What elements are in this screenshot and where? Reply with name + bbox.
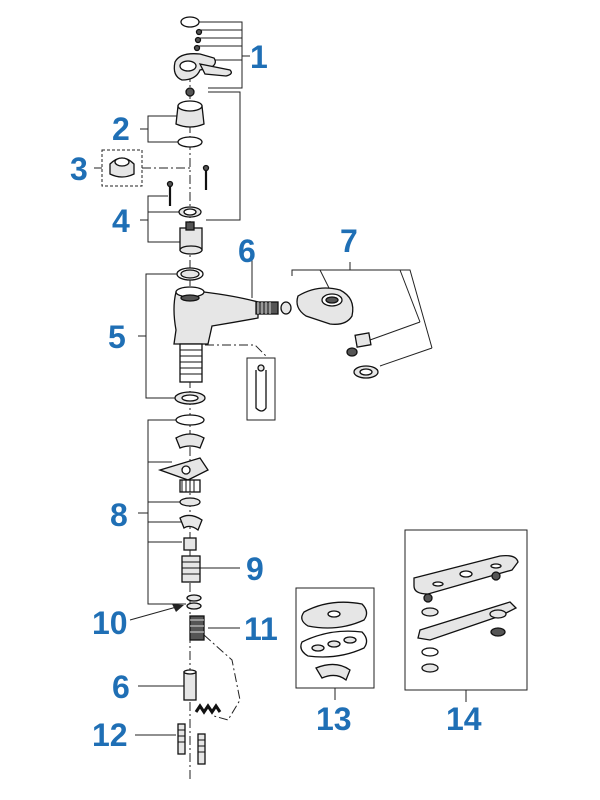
part-fitting	[181, 555, 201, 583]
callout-14: 14	[446, 701, 482, 737]
part-hose-connector	[255, 301, 292, 315]
part-spray-head	[296, 287, 379, 379]
callout-13: 13	[316, 701, 352, 737]
part-mounting-kit	[157, 414, 209, 551]
part-deck-plate-kit-14	[404, 529, 528, 691]
callout-5: 5	[108, 319, 126, 355]
callout-4: 4	[112, 203, 130, 239]
callout-2: 2	[112, 111, 130, 147]
part-set-screw	[185, 87, 195, 97]
part-pins	[166, 164, 210, 206]
callout-7: 7	[340, 223, 358, 259]
callout-11: 11	[244, 611, 278, 647]
part-escutcheon-kit-13	[295, 587, 375, 689]
callout-12: 12	[92, 717, 128, 753]
part-hose-clip	[246, 357, 276, 421]
callout-9: 9	[246, 551, 264, 587]
part-insert	[109, 157, 135, 178]
callout-3: 3	[70, 151, 88, 187]
part-hose-connector-lower	[183, 669, 197, 701]
callout-6-top: 6	[238, 233, 256, 269]
callout-1: 1	[250, 39, 268, 75]
part-handle-cap	[180, 16, 203, 52]
part-spout-body	[173, 267, 259, 405]
callout-6-bottom: 6	[112, 669, 130, 705]
callout-labels: 1 2 3 4 6 7 5 8 9 10 11 6 12 13 14	[70, 39, 482, 753]
part-washer	[186, 594, 202, 610]
parts	[109, 16, 379, 765]
leader-lines	[94, 21, 467, 780]
part-cap	[175, 100, 205, 148]
part-cartridge	[178, 206, 203, 255]
part-bolts	[177, 723, 206, 765]
callout-10: 10	[92, 605, 128, 641]
part-lever-handle	[173, 53, 232, 81]
part-hose-weight	[189, 615, 205, 641]
part-spring	[194, 703, 222, 715]
callout-8: 8	[110, 497, 128, 533]
